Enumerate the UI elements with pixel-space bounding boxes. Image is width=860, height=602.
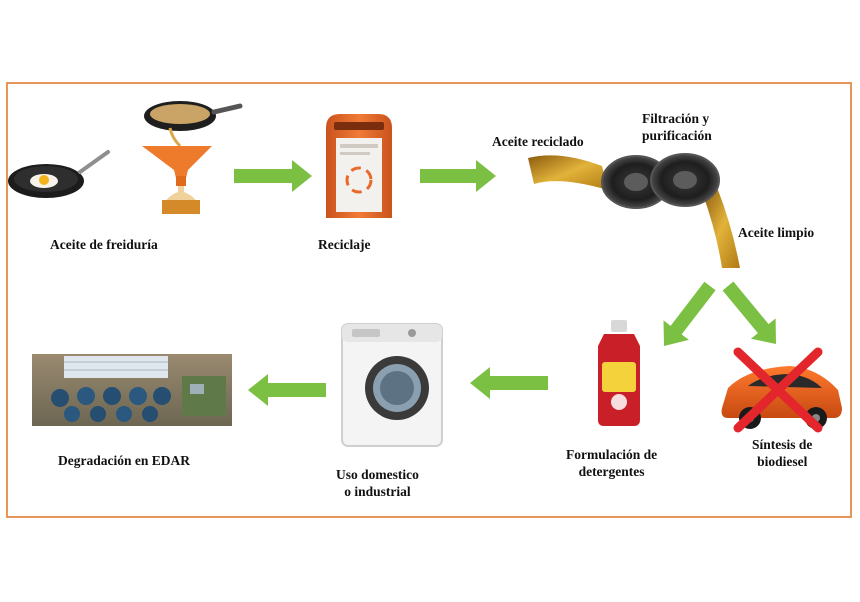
- label-biodiesel: Síntesis de biodiesel: [752, 436, 812, 470]
- label-use: Uso domestico o industrial: [336, 466, 419, 500]
- flow-arrows: [234, 160, 776, 406]
- carbon-filter-icon: [601, 153, 720, 209]
- label-biodiesel-line2: biodiesel: [757, 454, 808, 469]
- red-cross-icon: [733, 347, 823, 433]
- label-biodiesel-line1: Síntesis de: [752, 437, 813, 452]
- arrow-recycle-to-oil: [420, 160, 496, 192]
- frying-pan-icon: [8, 150, 110, 198]
- label-recycling: Reciclaje: [318, 237, 371, 252]
- label-detergent: Formulación de detergentes: [566, 446, 657, 480]
- arrow-fry-to-recycle: [234, 160, 312, 192]
- label-recycled-oil: Aceite reciclado: [492, 134, 584, 149]
- label-use-line2: o industrial: [344, 484, 411, 499]
- label-filtration-line2: purificación: [642, 128, 712, 143]
- label-detergent-line1: Formulación de: [566, 447, 658, 462]
- wastewater-plant-icon: [32, 354, 232, 426]
- arrow-oil-to-detergent: [663, 281, 716, 346]
- oil-stream-icon: [528, 155, 740, 268]
- arrow-detergent-to-use: [470, 367, 548, 399]
- washing-machine-icon: [341, 323, 443, 447]
- detergent-bottle-icon: [598, 320, 640, 426]
- label-use-line1: Uso domestico: [336, 467, 419, 482]
- label-filtration: Filtración y purificación: [642, 110, 712, 144]
- arrow-use-to-degradation: [248, 374, 326, 406]
- label-frying-oil: Aceite de freiduría: [50, 237, 158, 252]
- label-filtration-line1: Filtración y: [642, 111, 710, 126]
- label-degradation: Degradación en EDAR: [58, 453, 190, 468]
- diagram-frame: [6, 82, 852, 518]
- recycling-bin-icon: [326, 114, 392, 218]
- label-clean-oil: Aceite limpio: [738, 225, 815, 240]
- oil-funnel-bottle-icon: [142, 101, 243, 214]
- arrow-oil-to-biodiesel: [722, 281, 776, 344]
- label-detergent-line2: detergentes: [578, 464, 645, 479]
